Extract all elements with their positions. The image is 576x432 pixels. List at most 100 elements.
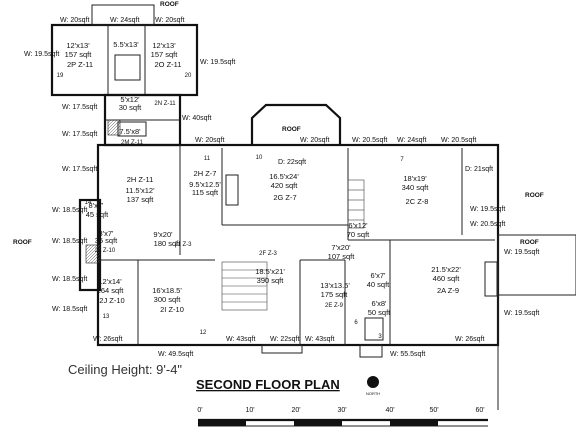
room-dims: 6'x12' bbox=[348, 221, 368, 230]
scale-tick: 0' bbox=[197, 407, 202, 414]
scale-tick: 40' bbox=[385, 407, 394, 414]
roof-label: ROOF bbox=[13, 239, 32, 246]
room-number: 13 bbox=[103, 314, 110, 320]
door-label: D: 22sqft bbox=[278, 159, 306, 166]
window-label: W: 20sqft bbox=[155, 17, 184, 24]
roof-label: ROOF bbox=[282, 126, 301, 133]
window-label: W: 55.5sqft bbox=[390, 351, 425, 358]
plan-title: SECOND FLOOR PLAN bbox=[196, 377, 340, 392]
north-label: NORTH bbox=[366, 391, 380, 396]
window-label: W: 18.5sqft bbox=[52, 238, 87, 245]
window-label: W: 18.5sqft bbox=[52, 276, 87, 283]
roof-label: ROOF bbox=[160, 1, 179, 8]
room-number: 6 bbox=[354, 320, 358, 326]
room-area: 157 sqft bbox=[65, 50, 93, 59]
room-area: 420 sqft bbox=[271, 181, 299, 190]
window-label: W: 17.5sqft bbox=[62, 166, 97, 173]
window-label: W: 20sqft bbox=[300, 137, 329, 144]
room-zone: 2H Z-7 bbox=[194, 169, 217, 178]
window-label: W: 20.5sqft bbox=[352, 137, 387, 144]
room-number: 10 bbox=[256, 155, 263, 161]
room-dims: 6'x8' bbox=[372, 299, 388, 308]
room-dims: 12'x14' bbox=[98, 277, 122, 286]
room-area: 137 sqft bbox=[127, 195, 155, 204]
room-zone: 2J Z-10 bbox=[99, 296, 124, 305]
room-dims: 9.5'x12.5' bbox=[189, 180, 221, 189]
room-number: 14 bbox=[85, 200, 92, 206]
window-label: W: 20sqft bbox=[60, 17, 89, 24]
room-area: 35 sqft bbox=[95, 236, 118, 245]
room-dims: 7'x20' bbox=[331, 243, 351, 252]
roof-labels: ROOF ROOF ROOF ROOF ROOF bbox=[13, 1, 544, 246]
room-dims: 5.5'x13' bbox=[113, 40, 139, 49]
room-number: 11 bbox=[204, 156, 211, 162]
room-dims: 21.5'x22' bbox=[431, 265, 461, 274]
room-dims: 11.5'x12' bbox=[126, 186, 156, 195]
window-label: W: 24sqft bbox=[110, 17, 139, 24]
window-label: W: 19.5sqft bbox=[200, 59, 235, 66]
room-zone: 2P Z-11 bbox=[67, 60, 93, 69]
room-zone: 2M Z-11 bbox=[121, 140, 144, 146]
window-label: W: 19.5sqft bbox=[504, 249, 539, 256]
room-zone: 2J Z-3 bbox=[174, 242, 192, 248]
room-dims: 12'x13' bbox=[66, 41, 90, 50]
window-label: W: 26sqft bbox=[455, 336, 484, 343]
room-area: 40 sqft bbox=[367, 280, 390, 289]
room-area: 45 sqft bbox=[86, 210, 109, 219]
door-label: D: 21sqft bbox=[465, 166, 493, 173]
room-area: 50 sqft bbox=[368, 308, 391, 317]
window-labels: W: 20sqft W: 24sqft W: 20sqft W: 19.5sqf… bbox=[24, 17, 539, 358]
room-area: 70 sqft bbox=[347, 230, 370, 239]
room-area: 175 sqft bbox=[321, 290, 349, 299]
window-label: W: 49.5sqft bbox=[158, 351, 193, 358]
room-dims: 18'x19' bbox=[403, 174, 427, 183]
room-zone: 2A Z-9 bbox=[437, 286, 459, 295]
window-label: W: 19.5sqft bbox=[470, 206, 505, 213]
window-label: W: 40sqft bbox=[182, 115, 211, 122]
window-label: W: 26sqft bbox=[93, 336, 122, 343]
room-zone: 2N Z-11 bbox=[154, 101, 176, 107]
room-number: 12 bbox=[200, 330, 207, 336]
room-area: 107 sqft bbox=[328, 252, 356, 261]
room-dims: 5'x12' bbox=[120, 95, 140, 104]
room-zone: 2L Z-10 bbox=[95, 248, 116, 254]
window-label: W: 19.5sqft bbox=[504, 310, 539, 317]
room-area: 460 sqft bbox=[433, 274, 461, 283]
room-zone: 2G Z-7 bbox=[273, 193, 296, 202]
room-area: 115 sqft bbox=[192, 188, 219, 197]
scale-tick: 50' bbox=[429, 407, 438, 414]
room-zone: 2F Z-3 bbox=[259, 251, 277, 257]
scale-bar: 0' 10' 20' 30' 40' 50' 60' bbox=[197, 407, 488, 427]
scale-tick: 20' bbox=[291, 407, 300, 414]
window-label: W: 20.5sqft bbox=[470, 221, 505, 228]
room-area: 300 sqft bbox=[154, 295, 182, 304]
walls bbox=[50, 4, 576, 410]
room-zone: 2E Z-9 bbox=[325, 303, 344, 309]
scale-tick: 30' bbox=[337, 407, 346, 414]
room-dims: 9'x20' bbox=[153, 230, 173, 239]
window-label: W: 43sqft bbox=[226, 336, 255, 343]
window-label: W: 17.5sqft bbox=[62, 131, 97, 138]
room-dims: 7.5'x8' bbox=[119, 127, 141, 136]
window-label: W: 19.5sqft bbox=[24, 51, 59, 58]
room-number: 7 bbox=[400, 157, 404, 163]
room-zone: 2C Z-8 bbox=[406, 197, 429, 206]
room-area: 340 sqft bbox=[402, 183, 430, 192]
room-zone: 2H Z-11 bbox=[127, 175, 154, 184]
window-label: W: 20.5sqft bbox=[441, 137, 476, 144]
room-number: 19 bbox=[57, 73, 64, 79]
room-number: 20 bbox=[185, 73, 192, 79]
window-label: W: 18.5sqft bbox=[52, 207, 87, 214]
window-label: W: 43sqft bbox=[305, 336, 334, 343]
window-label: W: 22sqft bbox=[270, 336, 299, 343]
room-area: 30 sqft bbox=[119, 103, 142, 112]
ceiling-height: Ceiling Height: 9'-4" bbox=[68, 362, 182, 377]
north-arrow-icon: NORTH bbox=[366, 376, 380, 396]
window-label: W: 17.5sqft bbox=[62, 104, 97, 111]
window-label: W: 24sqft bbox=[397, 137, 426, 144]
room-number: 3 bbox=[378, 334, 382, 340]
room-dims: 16'x18.5' bbox=[152, 286, 182, 295]
room-zone: 2O Z-11 bbox=[155, 60, 182, 69]
window-label: W: 20sqft bbox=[195, 137, 224, 144]
